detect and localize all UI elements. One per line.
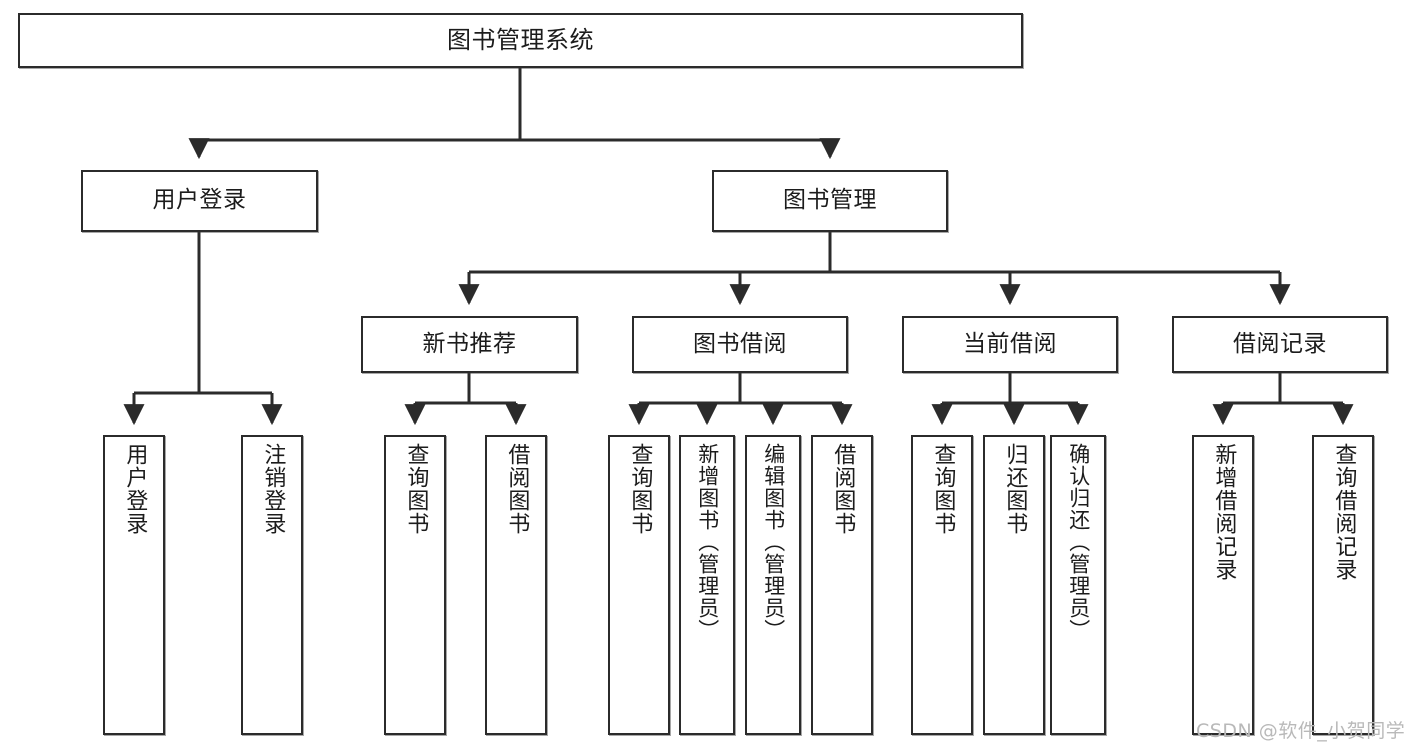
node-label: 图书管理系统 bbox=[447, 26, 594, 55]
node-leaf-confirm-return[interactable]: 确认归还（管理员） bbox=[1050, 435, 1106, 735]
node-label: 编辑图书（管理员） bbox=[761, 443, 786, 641]
node-leaf-query-record[interactable]: 查询借阅记录 bbox=[1312, 435, 1374, 735]
node-label: 查询借阅记录 bbox=[1331, 443, 1357, 581]
node-leaf-add-book[interactable]: 新增图书（管理员） bbox=[679, 435, 735, 735]
node-leaf-borrow-book[interactable]: 借阅图书 bbox=[811, 435, 873, 735]
node-leaf-add-record[interactable]: 新增借阅记录 bbox=[1192, 435, 1254, 735]
node-leaf-logout[interactable]: 注销登录 bbox=[241, 435, 303, 735]
node-label: 查询图书 bbox=[627, 443, 653, 535]
node-label: 归还图书 bbox=[1002, 443, 1028, 535]
node-label: 查询图书 bbox=[930, 443, 956, 535]
node-label: 注销登录 bbox=[260, 443, 286, 535]
node-label: 当前借阅 bbox=[963, 330, 1057, 357]
node-book-manage[interactable]: 图书管理 bbox=[712, 170, 948, 232]
node-label: 用户登录 bbox=[152, 187, 247, 214]
node-label: 用户登录 bbox=[122, 443, 148, 535]
node-leaf-query-book-rec[interactable]: 查询图书 bbox=[384, 435, 446, 735]
node-label: 借阅图书 bbox=[830, 443, 856, 535]
node-current-borrow[interactable]: 当前借阅 bbox=[902, 316, 1118, 373]
node-leaf-query-book-borrow[interactable]: 查询图书 bbox=[608, 435, 670, 735]
node-leaf-borrow-book-rec[interactable]: 借阅图书 bbox=[485, 435, 547, 735]
csdn-watermark: CSDN @软件_小贺同学 bbox=[1196, 720, 1405, 742]
node-user-login[interactable]: 用户登录 bbox=[81, 170, 318, 232]
node-label: 图书管理 bbox=[783, 187, 877, 214]
node-root[interactable]: 图书管理系统 bbox=[18, 13, 1023, 68]
node-label: 图书借阅 bbox=[693, 330, 787, 357]
node-label: 查询图书 bbox=[403, 443, 429, 535]
node-leaf-return-book[interactable]: 归还图书 bbox=[983, 435, 1045, 735]
node-label: 新增借阅记录 bbox=[1211, 443, 1237, 581]
node-label: 借阅记录 bbox=[1233, 330, 1327, 357]
node-new-book-recommend[interactable]: 新书推荐 bbox=[361, 316, 578, 373]
node-borrow-record[interactable]: 借阅记录 bbox=[1172, 316, 1388, 373]
node-leaf-edit-book[interactable]: 编辑图书（管理员） bbox=[745, 435, 801, 735]
node-leaf-user-login[interactable]: 用户登录 bbox=[103, 435, 165, 735]
node-book-borrow[interactable]: 图书借阅 bbox=[632, 316, 848, 373]
node-label: 借阅图书 bbox=[504, 443, 530, 535]
node-leaf-query-book-cur[interactable]: 查询图书 bbox=[911, 435, 973, 735]
node-label: 新书推荐 bbox=[422, 330, 517, 357]
node-label: 新增图书（管理员） bbox=[695, 443, 720, 641]
node-label: 确认归还（管理员） bbox=[1066, 443, 1091, 641]
